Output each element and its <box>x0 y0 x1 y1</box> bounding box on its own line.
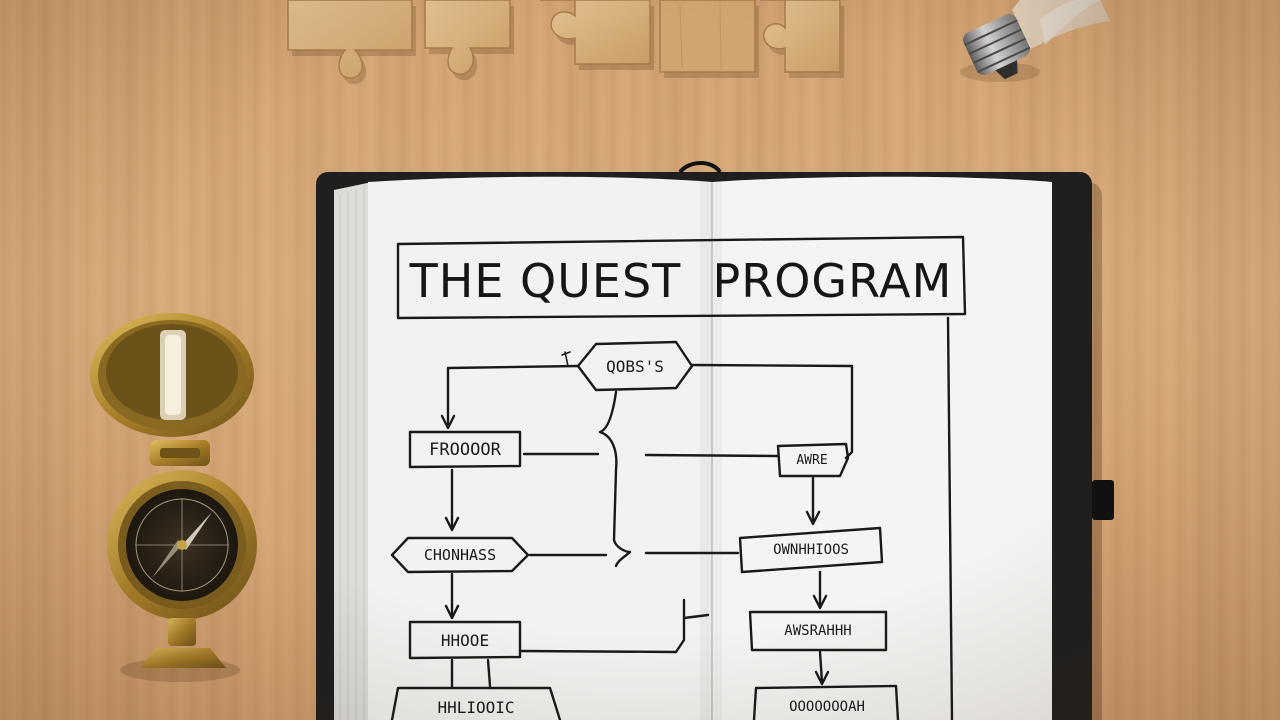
flowchart-node-right-2-label: OWNHHIOOS <box>773 542 849 558</box>
notebook-right-page <box>712 176 1052 720</box>
notebook-title: THE QUEST PROGRAM <box>409 254 953 308</box>
puzzle-piece-icon <box>287 0 841 79</box>
flowchart-node-top-label: QOBS'S <box>606 356 664 376</box>
compass-icon <box>90 313 257 682</box>
flowchart-node-right-4-label: OOOOOOOAH <box>789 699 865 715</box>
flowchart-node-left-2-label: CHONHASS <box>423 546 497 564</box>
notebook-left-page <box>368 176 712 720</box>
flowchart-lines <box>390 235 967 720</box>
flowchart-node-left-4-label: HHLIOOIC <box>437 697 515 717</box>
flowchart-node-left-3-label: HHOOE <box>440 630 490 650</box>
flowchart-node-right-3-label: AWSRAHHH <box>784 623 852 639</box>
flowchart-node-left-1-label: FROOOOR <box>429 440 501 460</box>
light-bulb-icon <box>960 0 1130 82</box>
flowchart-node-right-1-label: AWRE <box>796 452 828 468</box>
